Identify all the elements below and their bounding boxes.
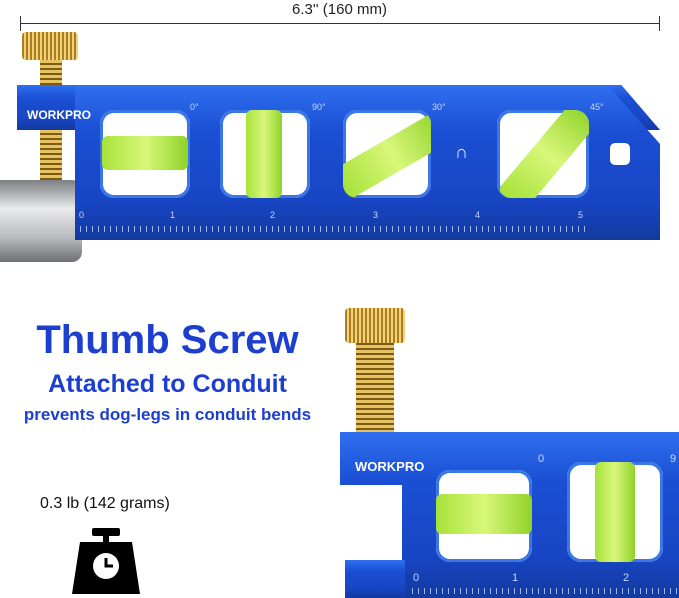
vial-window-30 — [343, 110, 431, 198]
subheadline: Attached to Conduit — [48, 370, 287, 398]
ruler-ticks — [80, 226, 590, 232]
brand-logo: WORKPRO — [27, 108, 91, 122]
hang-hole — [610, 143, 630, 165]
angle-label-90: 90° — [312, 102, 326, 112]
ruler-number: 3 — [373, 210, 379, 220]
ruler-number: 1 — [170, 210, 176, 220]
detail-brand-logo: WORKPRO — [355, 459, 425, 474]
detail-screw-shaft — [356, 335, 394, 435]
ruler-number: 5 — [578, 210, 584, 220]
dimension-cap-left — [20, 16, 21, 31]
headline: Thumb Screw — [36, 318, 299, 362]
detail-vial-window-90 — [567, 462, 663, 562]
tagline: prevents dog-legs in conduit bends — [23, 405, 312, 424]
magnet-icon: ∩ — [455, 142, 468, 162]
angle-label-0: 0° — [190, 102, 199, 112]
vial-window-90 — [220, 110, 310, 198]
thumb-screw-knob — [22, 32, 78, 60]
weight-label: 0.3 lb (142 grams) — [40, 495, 170, 512]
ruler-number: 0 — [79, 210, 85, 220]
ruler-number: 4 — [475, 210, 481, 220]
angle-label-30: 30° — [432, 102, 446, 112]
dimension-cap-right — [659, 16, 660, 31]
detail-ruler-number: 1 — [512, 572, 519, 584]
detail-ruler-number: 2 — [623, 572, 630, 584]
detail-foot — [345, 560, 405, 598]
conduit-pipe — [0, 180, 82, 262]
detail-ruler-ticks — [412, 588, 679, 594]
ruler-number: 2 — [270, 210, 276, 220]
vial-window-0 — [100, 110, 190, 198]
detail-vial-window-0 — [436, 470, 532, 562]
dimension-line — [20, 23, 660, 24]
dimension-label: 6.3'' (160 mm) — [292, 1, 387, 18]
detail-angle-90: 9 — [670, 453, 677, 465]
detail-angle-0: 0 — [538, 453, 545, 465]
angle-label-45: 45° — [590, 102, 604, 112]
scale-icon — [72, 528, 140, 594]
detail-screw-knob — [345, 308, 405, 343]
vial-window-45 — [497, 110, 589, 198]
detail-ruler-number: 0 — [413, 572, 420, 584]
